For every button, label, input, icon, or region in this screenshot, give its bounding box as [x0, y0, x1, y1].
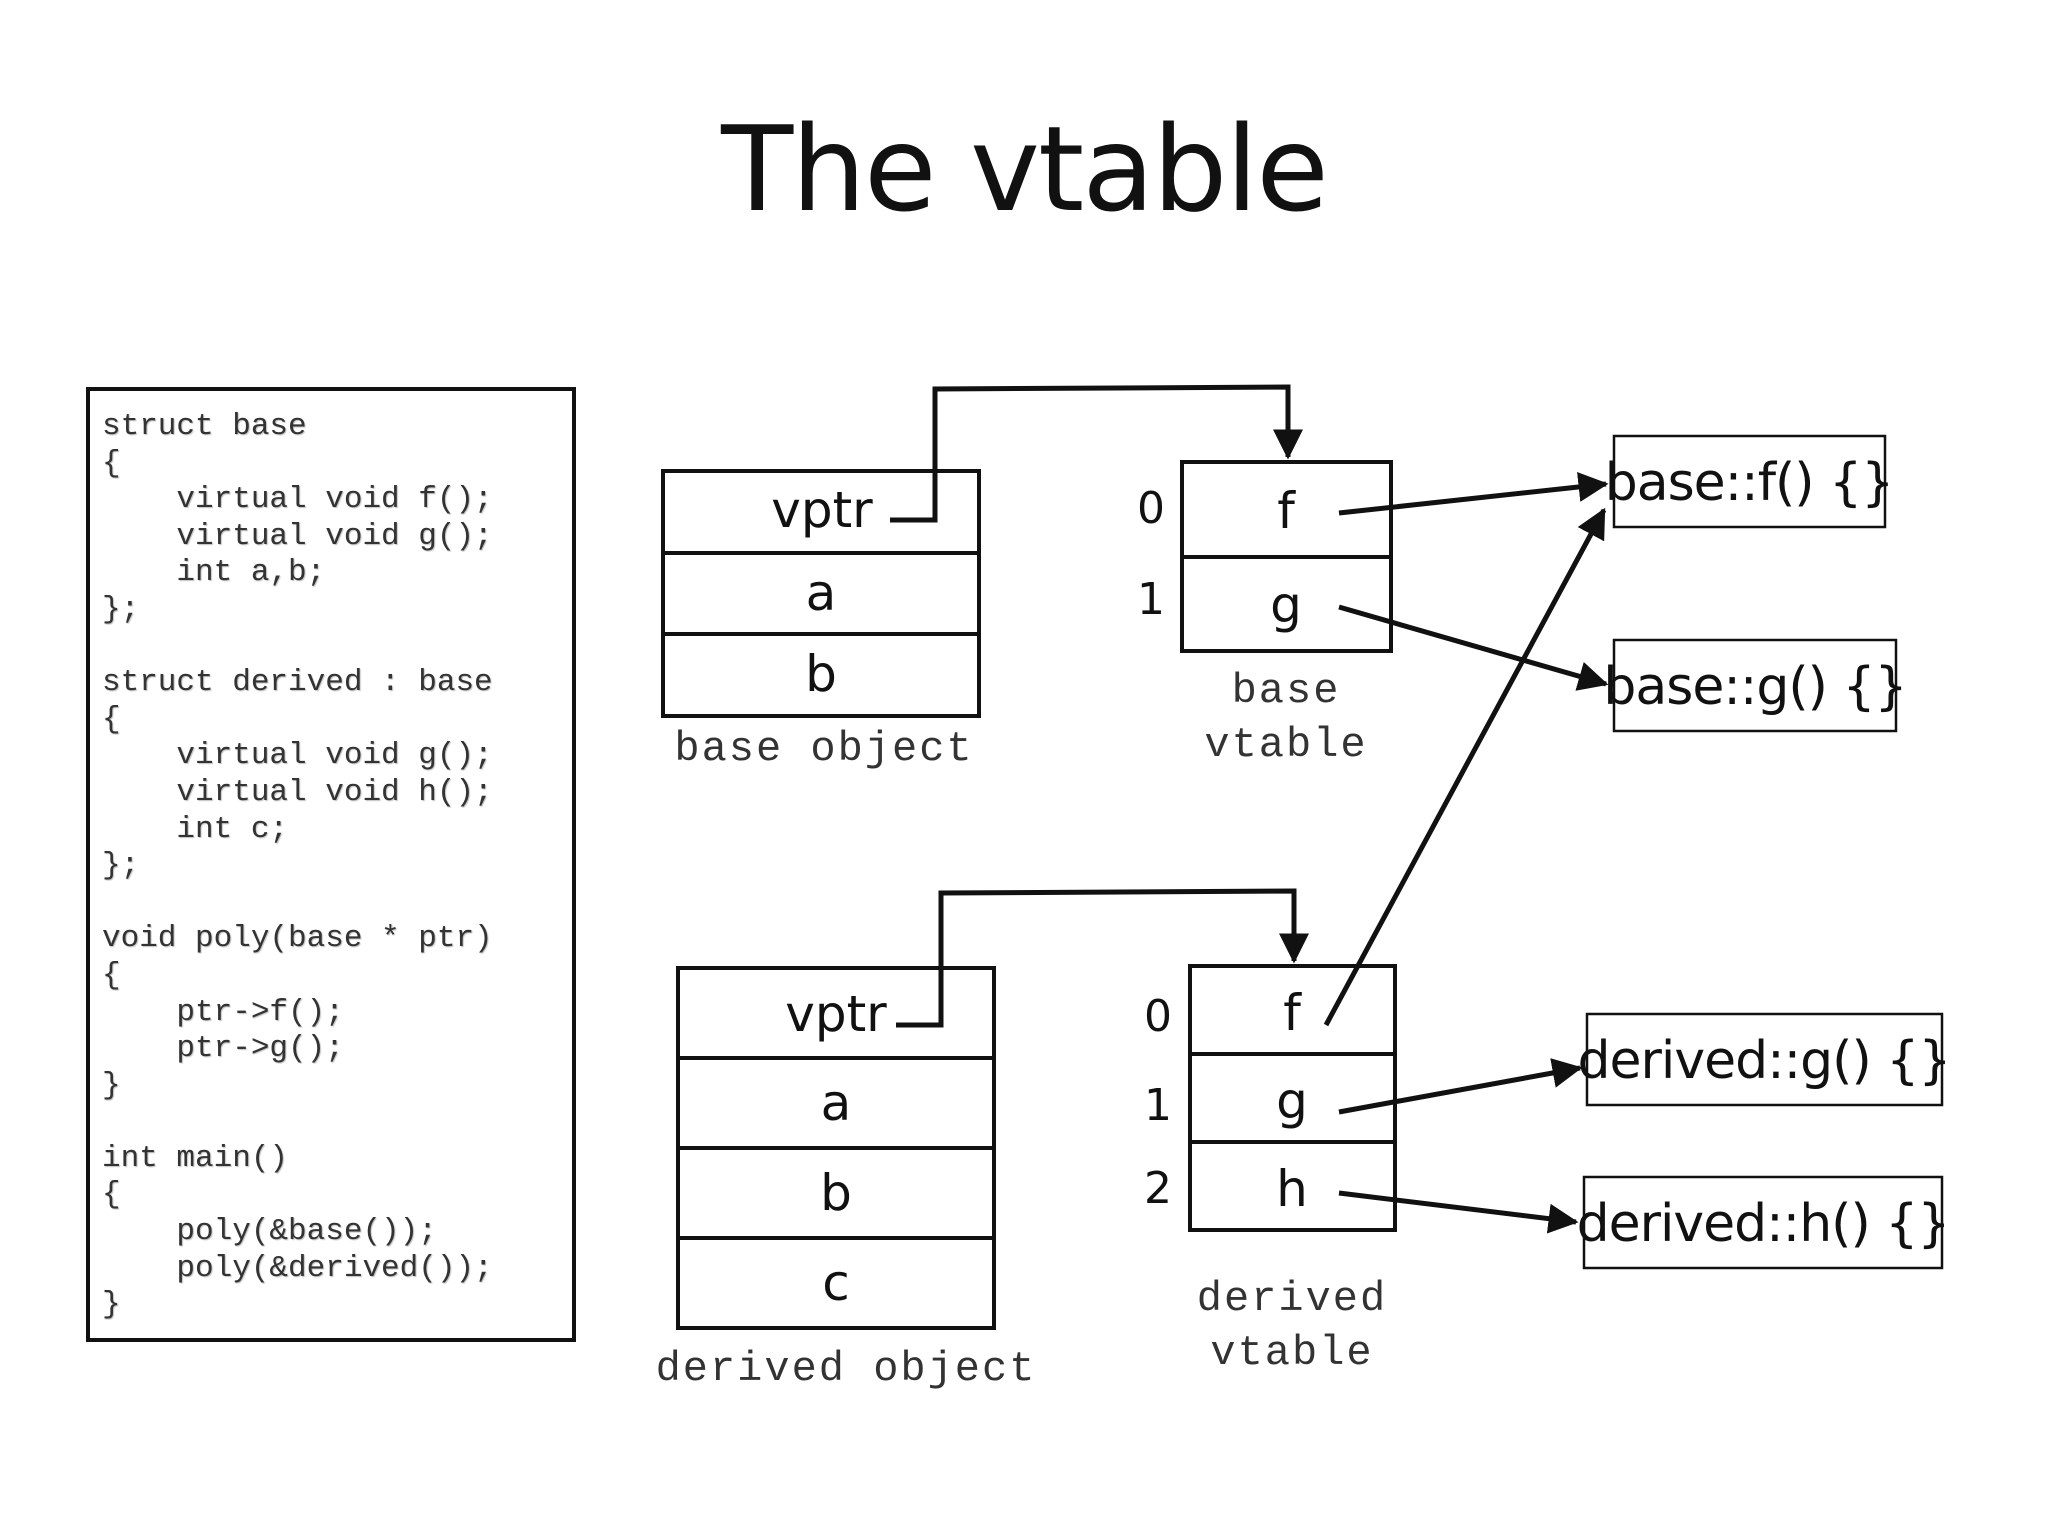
base-g-arrow [1338, 604, 1609, 691]
base-object-field-a: a [806, 564, 837, 622]
base-object: vptr a b base object [661, 469, 981, 773]
code-line: struct derived : base [102, 665, 493, 701]
base-object-field-vptr: vptr [771, 481, 873, 539]
code-line: int a,b; [102, 555, 326, 591]
derived-h-arrow [1338, 1190, 1579, 1234]
base-vtable-entry-f: f [1277, 482, 1296, 540]
base-vtable: f g 0 1 base vtable [1137, 460, 1393, 769]
code-line: { [102, 701, 121, 737]
derived-f-to-base-f-arrow [1323, 507, 1607, 1027]
derived-vtable-entry-h: h [1276, 1160, 1308, 1218]
base-vtable-caption-line1: base [1232, 667, 1341, 715]
base-vtable-caption-line2: vtable [1204, 721, 1367, 769]
derived-vtable: f g h 0 1 2 derived vtable [1144, 964, 1397, 1377]
code-line: { [102, 445, 121, 481]
derived-vptr-connector [896, 888, 1309, 1028]
function-label: base::f() {} [1605, 453, 1894, 513]
base-f-arrow [1338, 472, 1609, 516]
function-box [1612, 434, 1887, 529]
function-base-f: base::f() {} [1605, 434, 1894, 529]
code-line: { [102, 957, 121, 993]
function-box [1585, 1012, 1944, 1107]
derived-vtable-index-2: 2 [1144, 1163, 1172, 1214]
code-line: } [102, 1067, 121, 1103]
code-panel: struct base { virtual void f(); virtual … [86, 387, 576, 1342]
function-label: base::g() {} [1603, 657, 1906, 717]
code-line: int main() [102, 1140, 289, 1176]
code-line: virtual void g(); [102, 518, 493, 554]
function-derived-h: derived::h() {} [1577, 1175, 1950, 1270]
code-line: virtual void h(); [102, 774, 493, 810]
base-object-field-b: b [805, 645, 837, 703]
code-line: }; [102, 591, 140, 627]
derived-object-field-a: a [821, 1074, 852, 1132]
code-line: { [102, 1177, 121, 1213]
derived-vtable-index-1: 1 [1144, 1080, 1172, 1131]
base-vtable-index-1: 1 [1137, 574, 1165, 625]
code-line: virtual void g(); [102, 738, 493, 774]
derived-vtable-index-0: 0 [1144, 991, 1172, 1042]
code-listing: struct base { virtual void f(); virtual … [102, 409, 493, 1324]
derived-vtable-entry-f: f [1283, 984, 1302, 1042]
slide-title: The vtable [721, 100, 1329, 238]
base-object-caption: base object [674, 725, 973, 773]
derived-vtable-box [1188, 964, 1397, 1232]
code-line: } [102, 1287, 121, 1323]
base-vptr-connector [890, 384, 1303, 523]
derived-object: vptr a b c derived object [656, 966, 1037, 1393]
code-line: struct base [102, 409, 307, 444]
code-line: }; [102, 848, 140, 884]
derived-g-arrow [1338, 1058, 1583, 1115]
derived-vtable-entry-g: g [1276, 1072, 1308, 1130]
derived-object-caption: derived object [656, 1345, 1037, 1393]
code-line: poly(&derived()); [102, 1250, 493, 1286]
function-derived-g: derived::g() {} [1578, 1012, 1951, 1107]
code-line: ptr->f(); [102, 994, 344, 1030]
derived-object-field-vptr: vptr [785, 985, 887, 1043]
derived-vtable-caption-line2: vtable [1210, 1329, 1373, 1377]
function-box [1612, 638, 1898, 733]
code-line: virtual void f(); [102, 482, 493, 518]
derived-object-field-b: b [820, 1164, 852, 1222]
derived-vtable-caption-line1: derived [1197, 1275, 1387, 1323]
code-line: poly(&base()); [102, 1214, 437, 1250]
code-line: ptr->g(); [102, 1031, 344, 1067]
base-vtable-index-0: 0 [1137, 483, 1165, 534]
function-box [1582, 1175, 1944, 1270]
function-label: derived::h() {} [1577, 1194, 1950, 1254]
derived-object-field-c: c [822, 1254, 850, 1312]
function-base-g: base::g() {} [1603, 638, 1908, 733]
code-line: void poly(base * ptr) [102, 921, 493, 957]
base-object-box [661, 469, 981, 718]
function-label: derived::g() {} [1578, 1031, 1951, 1091]
base-vtable-entry-g: g [1270, 576, 1302, 634]
code-line: int c; [102, 811, 289, 847]
